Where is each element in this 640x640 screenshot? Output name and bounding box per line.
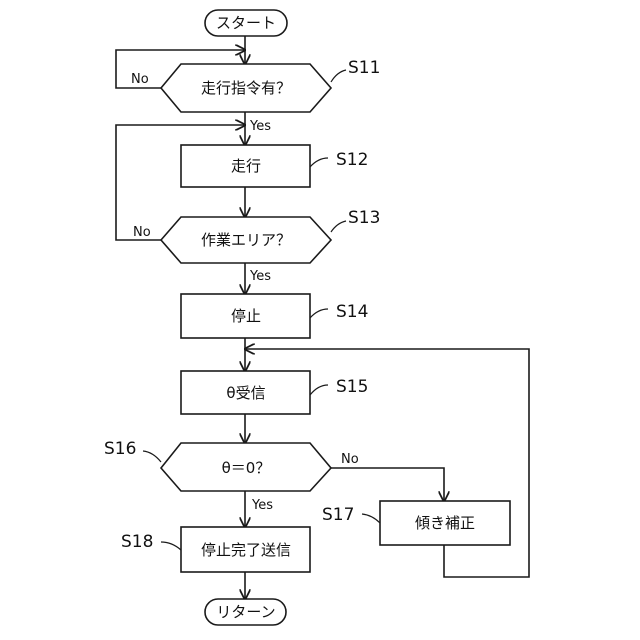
decision-s13-label: 作業エリア？ xyxy=(201,231,291,249)
leader-s11 xyxy=(331,70,346,82)
branch-s11-yes: Yes xyxy=(249,119,271,134)
step-label-s14: S14 xyxy=(336,302,368,322)
branch-s13-no: No xyxy=(133,225,151,240)
edge-s16-s17 xyxy=(329,468,444,501)
leader-s17 xyxy=(362,514,380,523)
process-s12-label: 走行 xyxy=(231,157,261,175)
leader-s13 xyxy=(331,221,346,232)
step-label-s13: S13 xyxy=(348,208,380,228)
branch-s11-no: No xyxy=(131,72,149,87)
process-s15-label: θ受信 xyxy=(226,384,265,402)
step-label-s11: S11 xyxy=(348,58,380,78)
step-label-s16: S16 xyxy=(104,439,136,459)
leader-s14 xyxy=(310,309,328,318)
process-s14-label: 停止 xyxy=(231,307,261,325)
step-label-s18: S18 xyxy=(121,532,153,552)
branch-s16-yes: Yes xyxy=(251,498,273,513)
step-label-s12: S12 xyxy=(336,150,368,170)
leader-s16 xyxy=(143,451,161,462)
end-label: リターン xyxy=(216,603,275,621)
process-s17-label: 傾き補正 xyxy=(415,514,475,532)
step-label-s15: S15 xyxy=(336,377,368,397)
step-label-s17: S17 xyxy=(322,505,354,525)
branch-s13-yes: Yes xyxy=(249,269,271,284)
decision-s16-label: θ＝0？ xyxy=(222,459,271,477)
start-label: スタート xyxy=(216,14,276,32)
leader-s15 xyxy=(310,385,328,395)
branch-s16-no: No xyxy=(341,452,359,467)
decision-s11-label: 走行指令有？ xyxy=(201,79,291,97)
process-s18-label: 停止完了送信 xyxy=(201,541,291,559)
leader-s18 xyxy=(161,542,181,550)
leader-s12 xyxy=(310,158,328,167)
